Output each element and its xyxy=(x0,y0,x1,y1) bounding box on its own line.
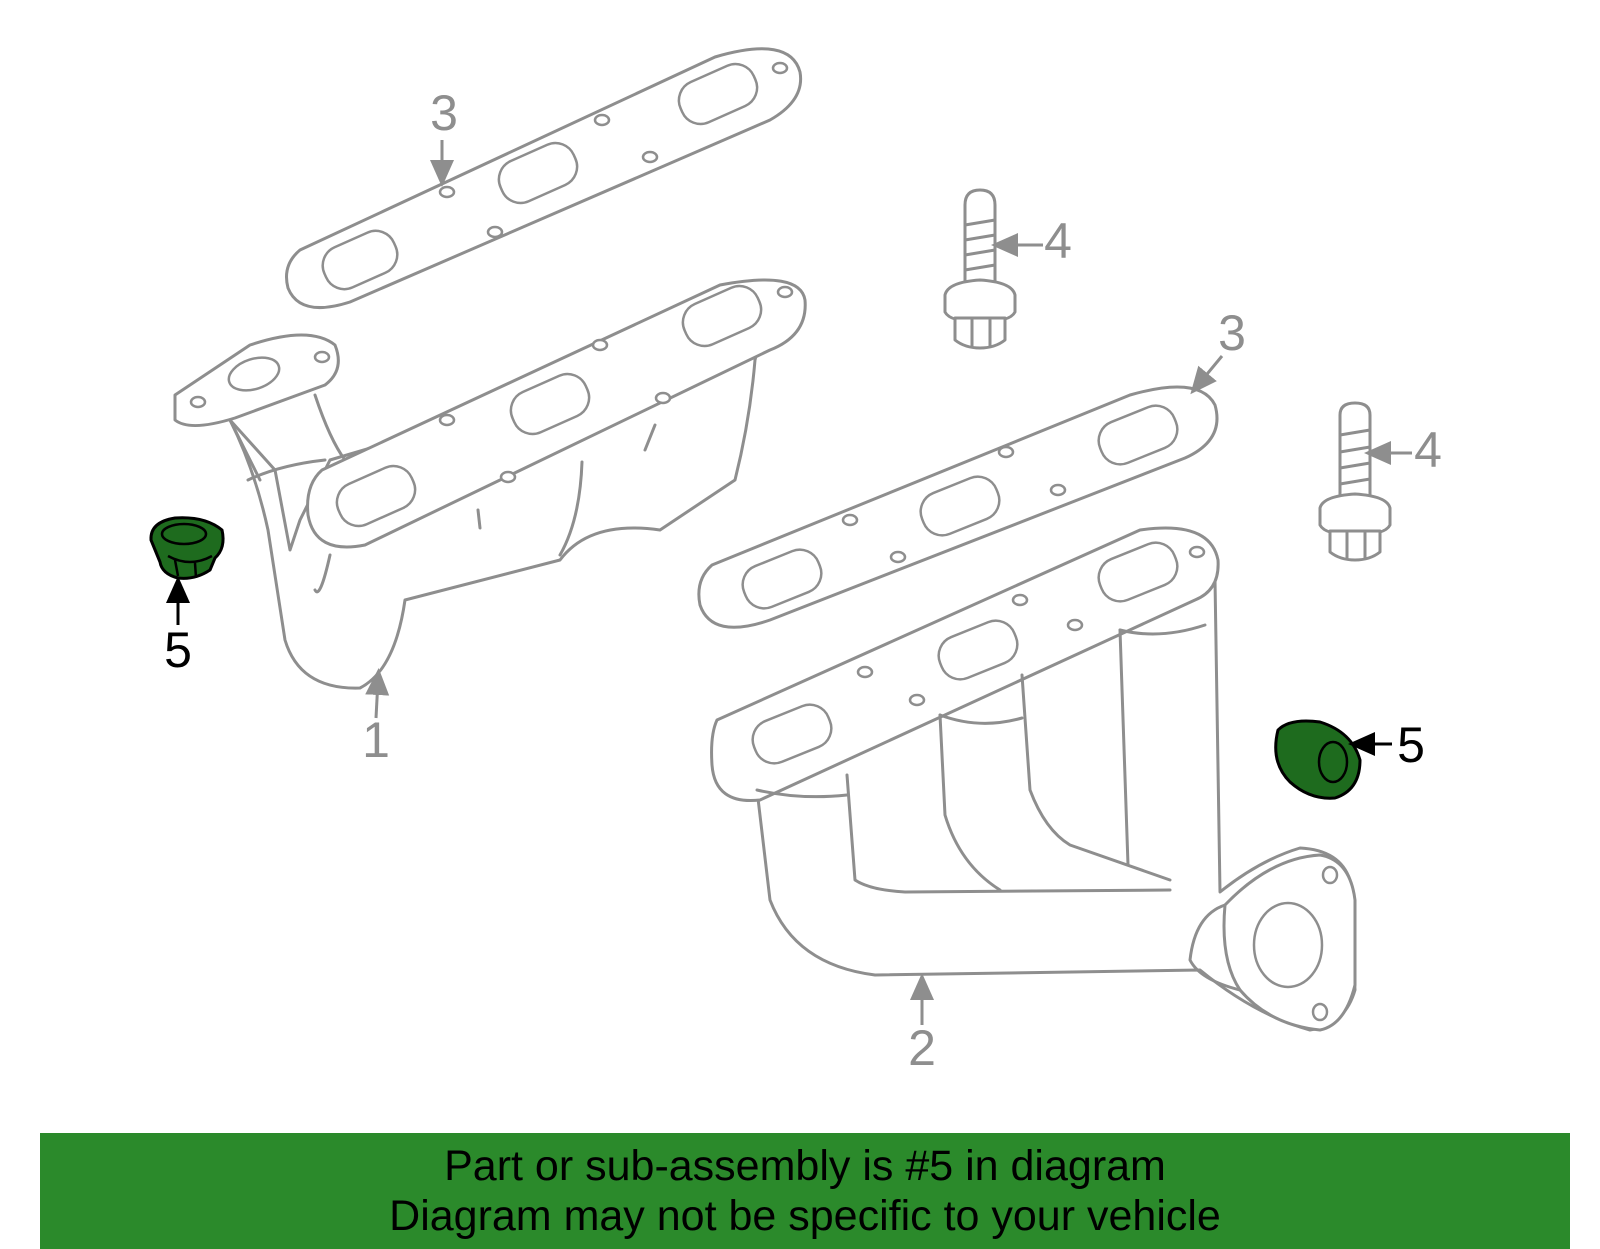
callout-4-lower: 4 xyxy=(1414,422,1442,478)
callout-1: 1 xyxy=(362,712,390,768)
exhaust-manifold-1 xyxy=(173,278,807,690)
banner-line-2: Diagram may not be specific to your vehi… xyxy=(389,1192,1221,1240)
leader-1 xyxy=(365,668,390,719)
highlighted-nut-left xyxy=(149,516,225,580)
leader-3-lower xyxy=(1190,355,1224,395)
info-banner: Part or sub-assembly is #5 in diagram Di… xyxy=(40,1133,1570,1249)
highlighted-nut-right xyxy=(1274,719,1362,800)
lower-gasket xyxy=(697,385,1219,629)
stud-bolt-upper xyxy=(943,188,1017,350)
stud-bolt-lower xyxy=(1318,401,1392,562)
exhaust-manifold-2 xyxy=(710,526,1357,1032)
banner-line-1: Part or sub-assembly is #5 in diagram xyxy=(444,1142,1166,1190)
callout-2: 2 xyxy=(908,1020,936,1076)
callout-5-right: 5 xyxy=(1397,717,1425,773)
callout-3-lower: 3 xyxy=(1218,305,1246,361)
callout-3-upper: 3 xyxy=(430,85,458,141)
callout-4-upper: 4 xyxy=(1044,213,1072,269)
callout-5-left: 5 xyxy=(164,622,192,678)
upper-gasket xyxy=(285,47,803,310)
